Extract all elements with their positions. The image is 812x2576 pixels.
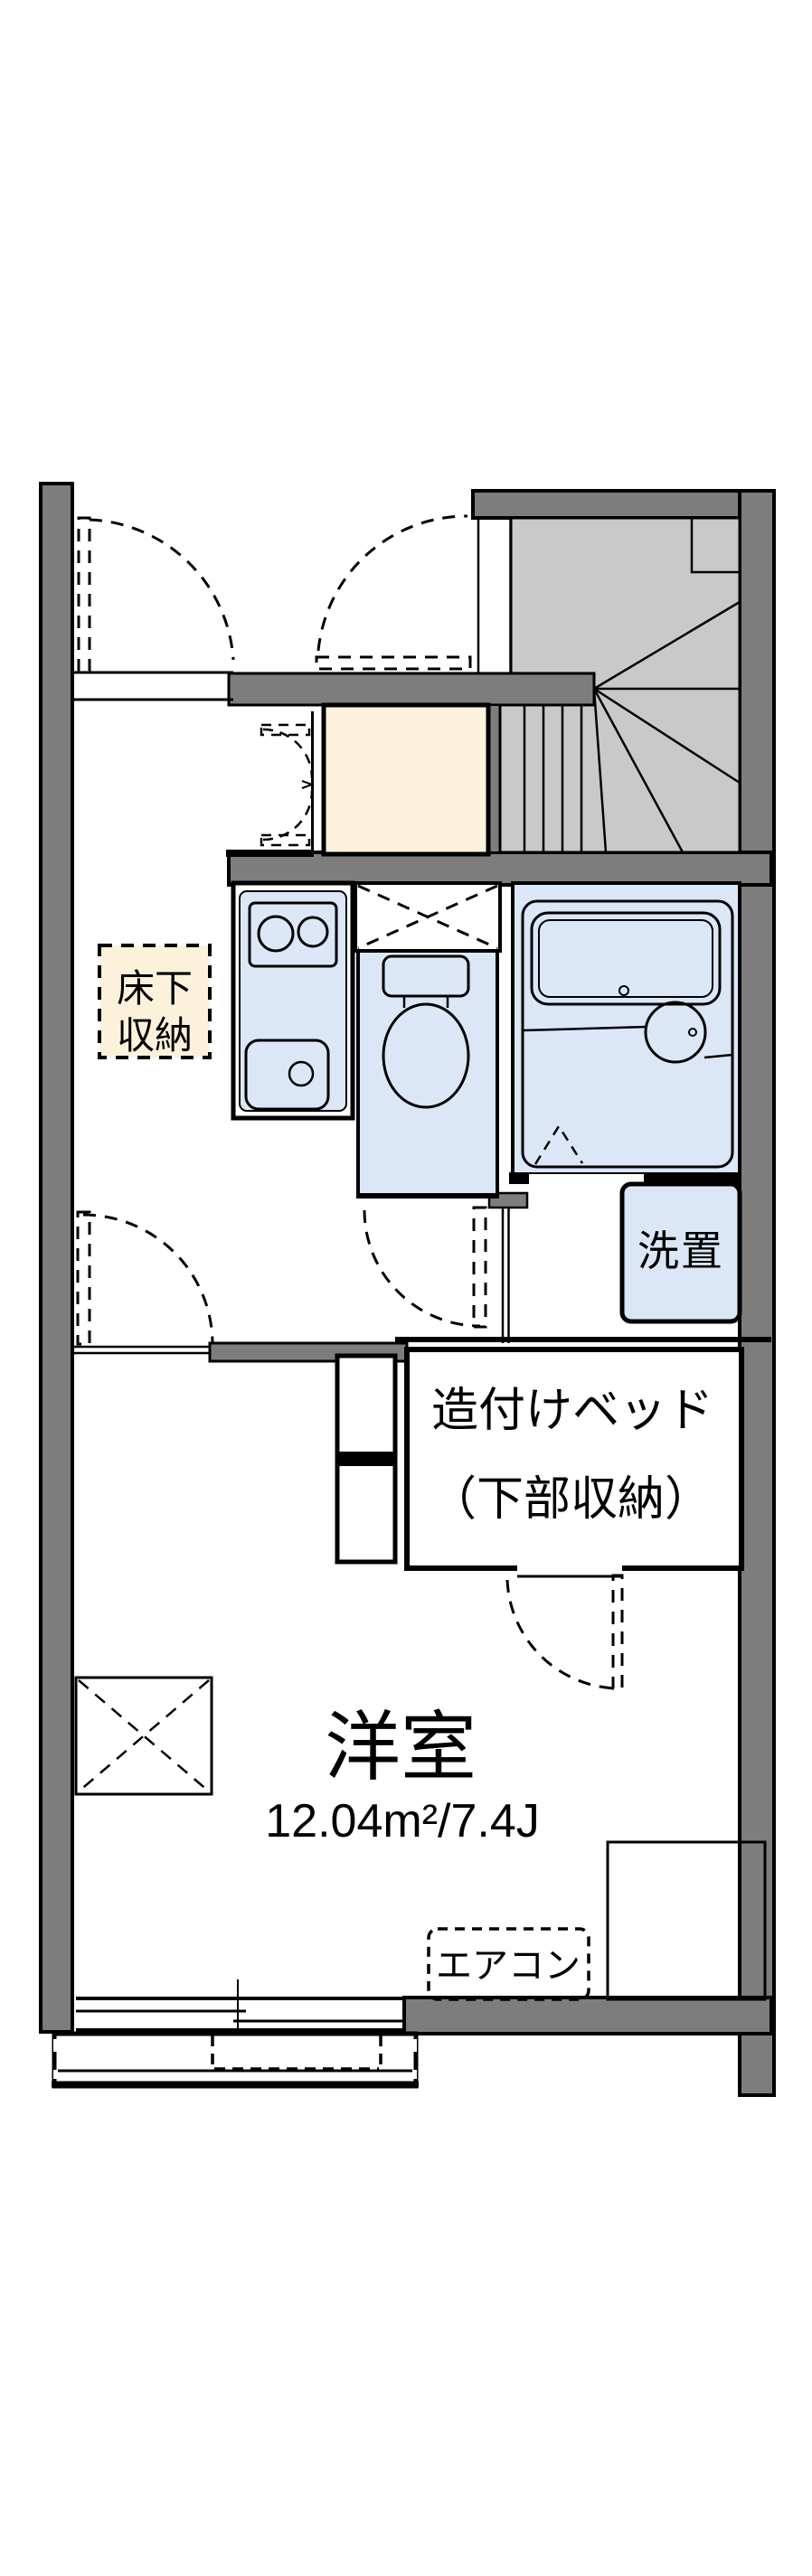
room-entry-door-arc <box>82 1213 214 1345</box>
storage-shelf <box>354 881 502 953</box>
wall-entry-band <box>227 672 596 707</box>
shower-floor-mark <box>533 1123 584 1165</box>
wall-bottom-band <box>402 1996 773 2035</box>
unit-bath-module <box>521 899 734 1169</box>
bathroom-door-opening <box>529 1174 644 1184</box>
stairs-winder-treads <box>592 600 741 853</box>
toilet-door <box>363 1206 487 1329</box>
bedside-column-divider <box>339 1452 393 1466</box>
kitchen-counter <box>239 890 347 1112</box>
kitchen: 床下 収納 <box>98 880 355 1121</box>
room-area-label: 12.04m²/7.4J <box>265 1795 540 1847</box>
stairs-top-landing <box>690 516 741 574</box>
closet-bottom-wall <box>226 850 314 857</box>
bed-door-arc <box>505 1579 618 1690</box>
toilet-tank <box>382 954 470 998</box>
room-name-label: 洋室 <box>325 1705 477 1790</box>
washer-space-box <box>619 1181 742 1324</box>
wall-left <box>39 482 74 2034</box>
floor-storage-label-2: 収納 <box>117 1014 193 1057</box>
western-room: 洋室 12.04m²/7.4J エアコン <box>71 1210 767 2032</box>
bathroom <box>509 881 741 1184</box>
bathtub-drain <box>618 985 629 996</box>
room-entry-door <box>76 1210 214 1346</box>
upper-left-door-arc <box>89 518 235 661</box>
wash-basin <box>644 1001 707 1064</box>
closet-door-leaf-top <box>260 723 311 737</box>
stove <box>248 901 338 968</box>
toilet-floor <box>356 949 499 1199</box>
vanity-counter-right <box>703 1053 733 1059</box>
floor-storage: 床下 収納 <box>98 944 212 1059</box>
bed-door <box>505 1574 624 1690</box>
aircon-label: エアコン <box>436 1946 581 1986</box>
genkan-hall-door <box>315 514 472 671</box>
bathtub <box>530 911 722 1006</box>
side-window <box>74 1676 213 1796</box>
toilet-door-leaf <box>472 1206 487 1329</box>
genkan-hall-door-leaf <box>315 655 472 671</box>
laundry-bottom-line <box>395 1337 771 1342</box>
corner-nook <box>606 1840 767 2001</box>
side-window-x-1 <box>78 1679 210 1792</box>
built-in-bed-box <box>404 1347 744 1571</box>
floor-storage-box <box>98 944 212 1059</box>
bathtub-inner <box>538 919 713 998</box>
aircon-box <box>427 1927 590 2001</box>
toilet-bowl <box>382 1002 470 1109</box>
vanity-counter-left <box>522 1025 648 1032</box>
stairs-straight-treads <box>523 705 583 852</box>
built-in-bed-area: 造付けベッド （下部収納） <box>335 1337 771 1690</box>
exterior-walls <box>39 482 776 2097</box>
bed-label-2: （下部収納） <box>430 1473 712 1526</box>
south-window <box>76 1979 404 2032</box>
washer-space-label: 洗置 <box>637 1227 724 1274</box>
upper-left-door <box>77 516 235 672</box>
entry-area <box>72 514 491 857</box>
staircase <box>498 516 741 854</box>
laundry-area: 洗置 <box>501 1181 742 1343</box>
wall-right <box>738 489 776 2097</box>
closet-door-arc-top <box>262 728 314 779</box>
stove-burner-left <box>257 915 295 953</box>
balcony-outline <box>52 2031 419 2089</box>
side-window-box <box>74 1676 213 1796</box>
bed-door-leaf <box>611 1574 624 1690</box>
closet-door-meet-arrow <box>301 780 315 789</box>
room-entry-door-leaf <box>76 1210 91 1346</box>
kitchen-sink <box>244 1039 330 1111</box>
bed-label-1: 造付けベッド <box>431 1385 713 1437</box>
storage-x-2 <box>357 884 498 950</box>
floor-storage-label-1: 床下 <box>117 967 193 1010</box>
genkan-floor <box>321 702 491 857</box>
toilet-door-arc <box>363 1209 481 1328</box>
toilet-bottom-line <box>358 1193 497 1198</box>
sink-drain <box>288 1060 315 1087</box>
stove-burner-right <box>297 916 329 948</box>
bed-doorway-gap <box>517 1563 622 1574</box>
genkan-hall-door-arc <box>316 514 468 652</box>
wall-kitchen-band <box>227 851 773 887</box>
stairs-floor <box>498 516 741 854</box>
closet-door-arc-bottom <box>262 790 314 841</box>
side-window-x-2 <box>78 1679 210 1792</box>
basin-faucet <box>688 1028 697 1037</box>
balcony-overhang-dashed <box>211 2035 382 2071</box>
air-conditioner: エアコン <box>427 1927 590 2001</box>
upper-left-door-leaf <box>77 516 91 672</box>
balcony <box>52 2031 419 2089</box>
closet-double-door <box>260 723 314 847</box>
toilet-room <box>356 949 499 1329</box>
wall-top <box>471 489 776 520</box>
